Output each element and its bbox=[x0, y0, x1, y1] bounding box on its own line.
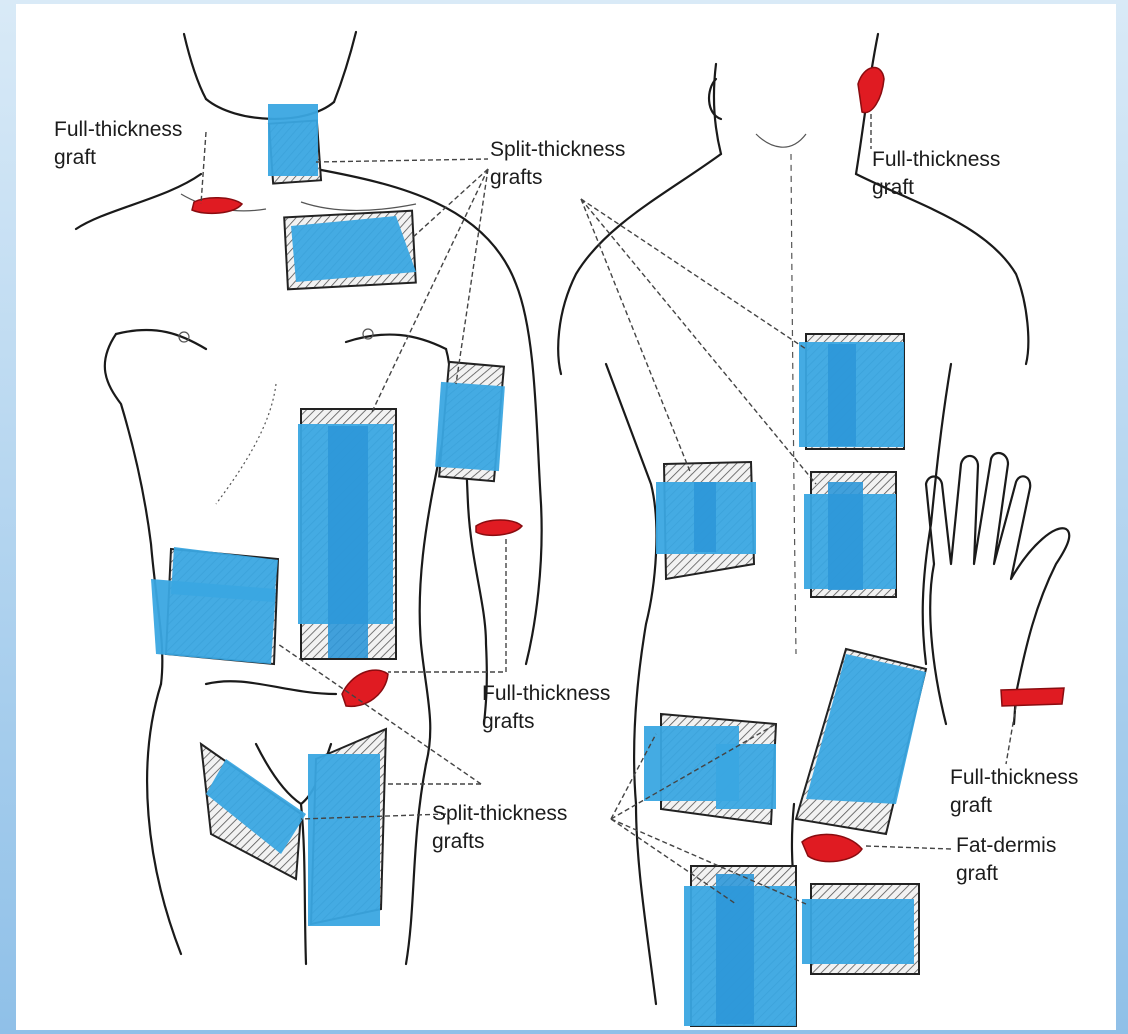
neck-split-graft bbox=[268, 104, 318, 176]
groin-full-thickness-graft bbox=[342, 670, 388, 706]
flank-split-graft-2 bbox=[171, 547, 278, 602]
calf-back-split-graft bbox=[802, 899, 914, 964]
mid-back-split-graft-2 bbox=[828, 482, 863, 590]
chest-split-graft bbox=[291, 216, 416, 282]
label-split-thickness-bottom: Split-thickness grafts bbox=[432, 800, 567, 856]
fat-dermis-graft bbox=[802, 834, 862, 861]
thigh-right-split-graft bbox=[308, 754, 380, 926]
diagram-frame: Full-thickness graft Split-thickness gra… bbox=[16, 4, 1116, 1030]
arm-split-graft bbox=[435, 382, 505, 471]
thigh-back-split-graft-2 bbox=[716, 874, 754, 1024]
label-full-thickness-neck: Full-thickness graft bbox=[54, 116, 182, 172]
abdomen-split-graft-2 bbox=[328, 426, 368, 658]
label-fat-dermis: Fat-dermis graft bbox=[956, 832, 1056, 888]
wrist-full-thickness-graft bbox=[1001, 688, 1064, 706]
flank-back-split-graft-2 bbox=[694, 482, 716, 552]
elbow-full-thickness-graft bbox=[476, 520, 522, 535]
back-grafts bbox=[644, 68, 926, 1026]
label-split-thickness-top: Split-thickness grafts bbox=[490, 136, 625, 192]
label-full-thickness-ear: Full-thickness graft bbox=[872, 146, 1000, 202]
hand-figure bbox=[926, 453, 1069, 724]
ear-full-thickness-graft bbox=[858, 68, 884, 113]
upper-back-split-graft-2 bbox=[828, 344, 856, 446]
label-full-thickness-wrist: Full-thickness graft bbox=[950, 764, 1078, 820]
label-full-thickness-grafts: Full-thickness grafts bbox=[482, 680, 610, 736]
